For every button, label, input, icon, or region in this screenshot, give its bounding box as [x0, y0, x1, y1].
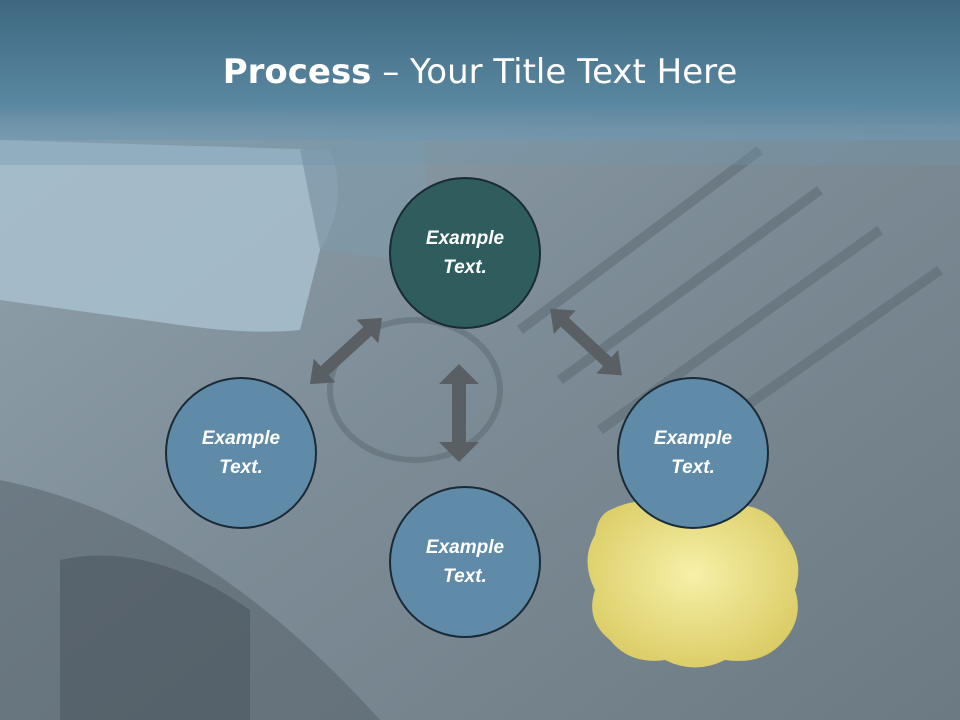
title-rest: – Your Title Text Here — [371, 52, 738, 92]
arrow-top-left — [309, 317, 383, 385]
slide-title: Process – Your Title Text Here — [0, 52, 960, 92]
process-node-top: Example Text. — [389, 177, 541, 329]
node-bottom-text: Example Text. — [425, 537, 505, 587]
arrow-vertical — [439, 364, 479, 462]
arrow-top-right — [550, 308, 622, 376]
process-node-right: Example Text. — [617, 377, 769, 529]
process-node-bottom: Example Text. — [389, 486, 541, 638]
process-node-left: Example Text. — [165, 377, 317, 529]
node-right-text: Example Text. — [653, 428, 733, 478]
node-top-text: Example Text. — [425, 228, 505, 278]
oil-cap-shape — [587, 497, 799, 668]
node-left-text: Example Text. — [201, 428, 281, 478]
title-bold: Process — [222, 52, 372, 92]
